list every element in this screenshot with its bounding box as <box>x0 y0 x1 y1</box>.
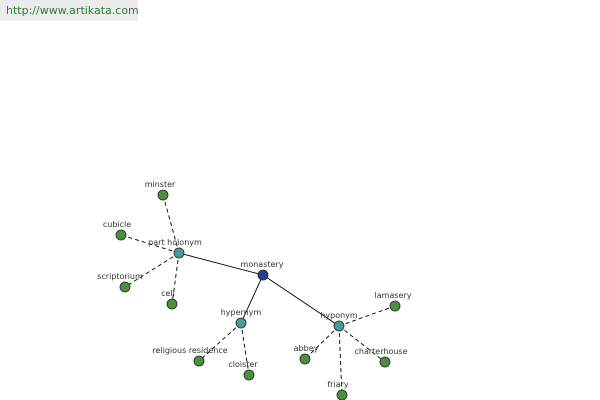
edge-hyponym-to-charterhouse <box>338 325 386 363</box>
edge-root-to-hyponym <box>262 274 340 327</box>
edge-hyponym-to-friary <box>338 325 343 396</box>
label-scriptorium[interactable]: scriptorium <box>97 272 143 281</box>
node-part-holonym[interactable] <box>173 247 185 259</box>
node-friary[interactable] <box>336 389 348 400</box>
label-minster[interactable]: minster <box>145 180 176 189</box>
label-part-holonym[interactable]: part holonym <box>148 238 202 247</box>
edge-part-holonym-to-cell <box>171 252 180 305</box>
edge-part-holonym-to-scriptorium <box>124 252 180 288</box>
node-monastery[interactable] <box>257 269 269 281</box>
label-cubicle[interactable]: cubicle <box>103 220 131 229</box>
graph-edges <box>120 194 396 396</box>
node-hyponym[interactable] <box>333 320 345 332</box>
label-religious-residence[interactable]: religious residence <box>152 346 227 355</box>
edge-part-holonym-to-minster <box>162 194 180 254</box>
graph-labels: monastery part holonym minster cubicle scrip… <box>97 180 412 389</box>
edge-hyponym-to-abbey <box>304 325 340 360</box>
node-hypernym[interactable] <box>235 317 247 329</box>
node-scriptorium[interactable] <box>119 281 131 293</box>
label-monastery[interactable]: monastery <box>241 260 284 269</box>
edge-hypernym-to-cloister <box>240 322 250 376</box>
graph-nodes <box>115 189 401 400</box>
node-cubicle[interactable] <box>115 229 127 241</box>
site-url-banner[interactable]: http://www.artikata.com <box>0 0 139 21</box>
node-cell[interactable] <box>166 298 178 310</box>
label-cell[interactable]: cell <box>161 289 175 298</box>
label-friary[interactable]: friary <box>327 380 349 389</box>
node-charterhouse[interactable] <box>379 356 391 368</box>
edge-root-to-part-holonym <box>178 252 264 276</box>
edge-root-to-hypernym <box>240 274 264 324</box>
node-cloister[interactable] <box>243 369 255 381</box>
label-lamasery[interactable]: lamasery <box>375 291 412 300</box>
label-charterhouse[interactable]: charterhouse <box>355 347 408 356</box>
label-hypernym[interactable]: hypernym <box>221 308 262 317</box>
node-abbey[interactable] <box>299 353 311 365</box>
edge-part-holonym-to-cubicle <box>120 234 180 254</box>
edge-hyponym-to-lamasery <box>338 305 396 327</box>
node-minster[interactable] <box>157 189 169 201</box>
edge-hypernym-to-religious-residence <box>198 322 242 362</box>
label-cloister[interactable]: cloister <box>228 360 258 369</box>
node-lamasery[interactable] <box>389 300 401 312</box>
label-abbey[interactable]: abbey <box>294 344 319 353</box>
label-hyponym[interactable]: hyponym <box>320 311 358 320</box>
node-religious-residence[interactable] <box>193 355 205 367</box>
